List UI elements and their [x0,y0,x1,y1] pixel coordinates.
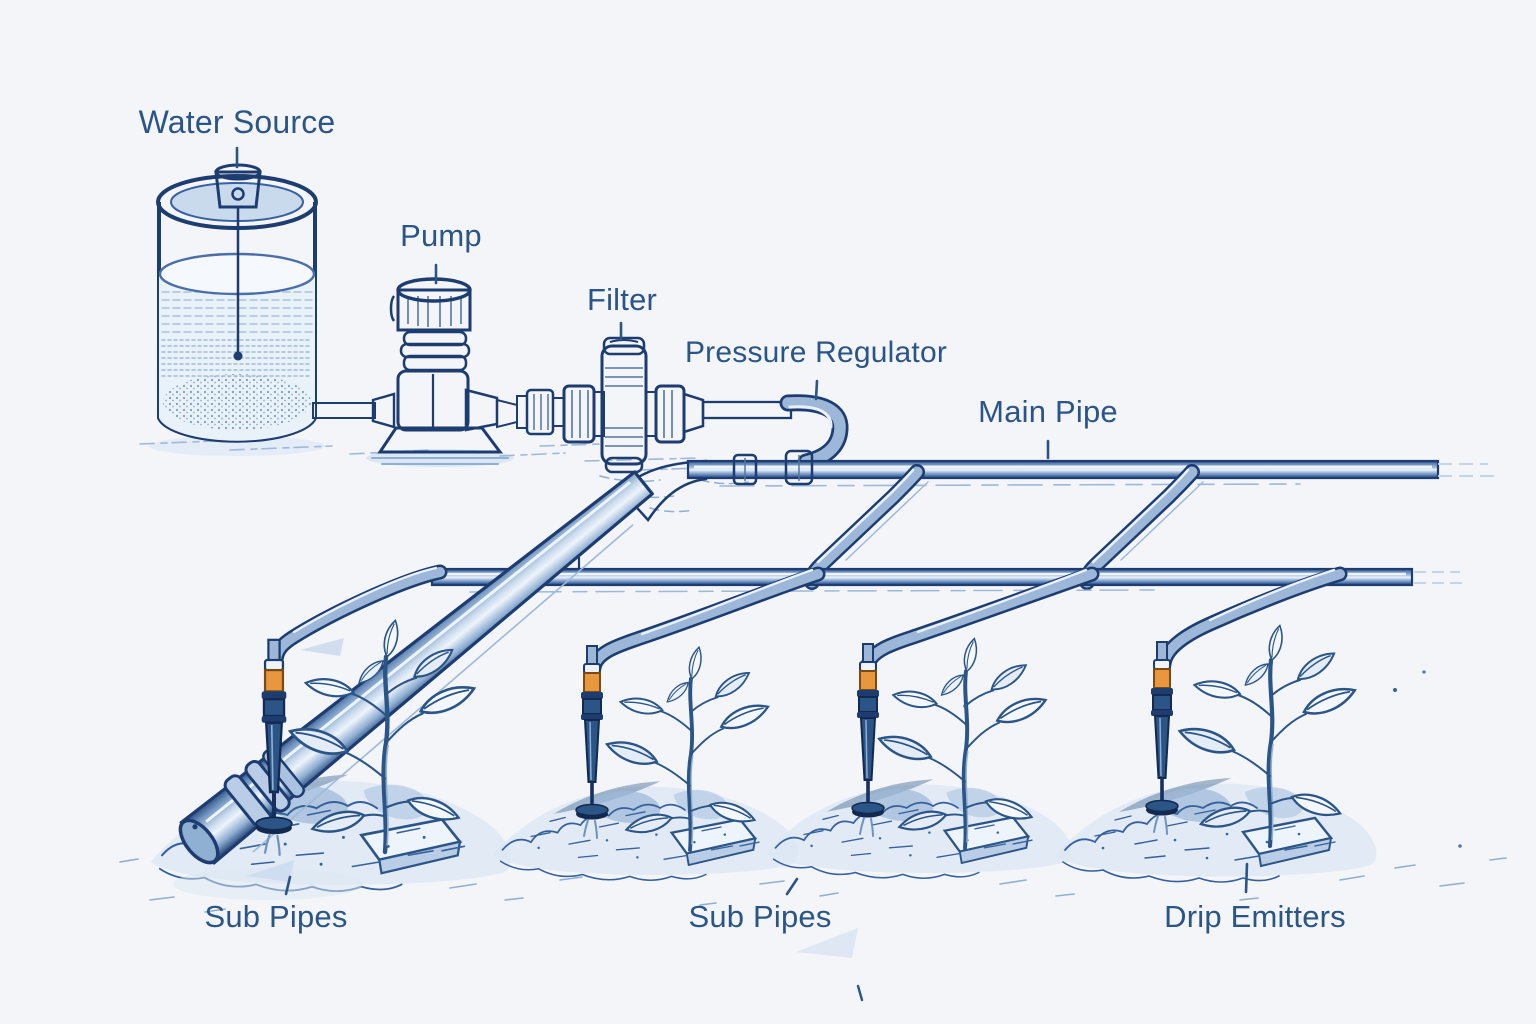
tank-cap [214,170,262,209]
foreground-sub-pipe [178,470,654,865]
pale-arrow [300,638,344,656]
scattered-ground-marks [119,638,1507,1002]
labels: Water Source Pump Filter Pressure Regula… [139,104,1346,934]
label-drip-emitters: Drip Emitters [1164,899,1346,934]
pressure-regulator [701,394,849,471]
label-tick-sub-pipes-center [785,877,799,896]
pale-arrow [796,928,858,958]
label-water-source: Water Source [139,104,336,140]
pump-cap [396,288,472,332]
label-tick-sub-pipes-left [284,875,292,896]
water-tank [156,163,318,443]
pale-arrow [246,860,294,882]
sub-pipe-lateral [1156,566,1348,672]
filter [562,336,705,474]
label-pressure-regulator: Pressure Regulator [685,336,947,369]
sub-pipe-lateral [860,566,1100,674]
pipe-coupling [784,449,814,486]
main-pipe [618,449,1496,523]
sub-pipe-connector [804,464,929,590]
tank-outlet-pipe [312,392,396,429]
ground-wash [173,868,363,900]
pipe-open-end [178,818,220,865]
label-filter: Filter [587,282,657,317]
sub-pipe-lateral [586,566,826,676]
label-sub-pipes-center: Sub Pipes [688,899,831,934]
pump [371,277,518,465]
pipe-coupling [732,453,758,486]
label-sub-pipes-left: Sub Pipes [204,899,347,934]
label-tick-pressure-regulator [814,379,819,401]
label-main-pipe: Main Pipe [978,394,1118,429]
sub-pipe-connector [1079,464,1204,590]
label-tick-drip-emitters [1244,862,1249,894]
pump-filter-couplings [516,388,565,436]
label-pump: Pump [400,218,482,253]
tank-gravel-stipple [163,374,311,430]
ground-hatch-equipment [139,436,763,513]
